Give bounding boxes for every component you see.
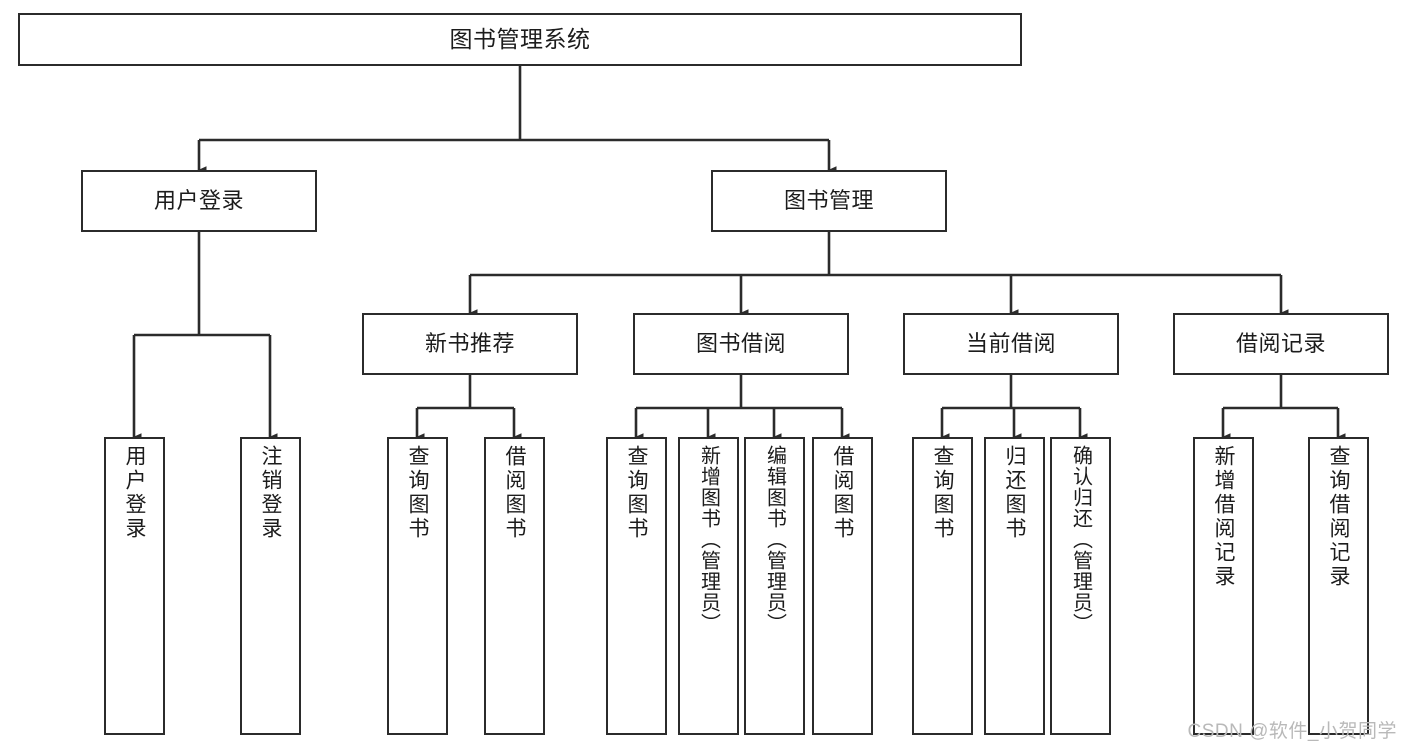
node-book-manage[interactable]: 图书管理 <box>711 170 947 232</box>
edges-group <box>132 66 1346 441</box>
node-borrow-record[interactable]: 借阅记录 <box>1173 313 1389 375</box>
node-current-borrow-label: 当前借阅 <box>965 331 1056 356</box>
node-leaf-cur-query-label: 查询图书 <box>931 445 954 541</box>
node-leaf-user-login[interactable]: 用户登录 <box>104 437 165 735</box>
node-borrow-record-label: 借阅记录 <box>1235 331 1326 356</box>
node-leaf-rec-query-label: 查询图书 <box>406 445 429 541</box>
node-leaf-cur-query[interactable]: 查询图书 <box>912 437 973 735</box>
node-leaf-borrow-lend[interactable]: 借阅图书 <box>812 437 873 735</box>
node-leaf-borrow-edit[interactable]: 编辑图书（管理员） <box>744 437 805 735</box>
node-leaf-cur-confirm-label: 确认归还（管理员） <box>1069 445 1092 634</box>
node-leaf-cur-return[interactable]: 归还图书 <box>984 437 1045 735</box>
node-leaf-rec-borrow[interactable]: 借阅图书 <box>484 437 545 735</box>
watermark-label: CSDN @软件_小贺同学 <box>1187 721 1397 742</box>
node-leaf-borrow-edit-label: 编辑图书（管理员） <box>763 445 786 634</box>
node-new-book-rec-label: 新书推荐 <box>424 331 515 356</box>
node-book-borrow-label: 图书借阅 <box>695 331 786 356</box>
node-user-login-label: 用户登录 <box>153 188 244 213</box>
node-leaf-borrow-add[interactable]: 新增图书（管理员） <box>678 437 739 735</box>
node-book-borrow[interactable]: 图书借阅 <box>633 313 849 375</box>
node-root-label: 图书管理系统 <box>449 26 591 52</box>
node-leaf-rec-add[interactable]: 新增借阅记录 <box>1193 437 1254 735</box>
node-leaf-rec-search[interactable]: 查询借阅记录 <box>1308 437 1369 735</box>
node-user-login[interactable]: 用户登录 <box>81 170 317 232</box>
node-leaf-cur-return-label: 归还图书 <box>1003 445 1026 541</box>
node-leaf-borrow-lend-label: 借阅图书 <box>831 445 854 541</box>
node-new-book-rec[interactable]: 新书推荐 <box>362 313 578 375</box>
node-root[interactable]: 图书管理系统 <box>18 13 1022 66</box>
node-leaf-user-logout[interactable]: 注销登录 <box>240 437 301 735</box>
node-leaf-borrow-query[interactable]: 查询图书 <box>606 437 667 735</box>
node-leaf-user-login-label: 用户登录 <box>123 445 146 541</box>
node-leaf-user-logout-label: 注销登录 <box>259 445 282 541</box>
node-leaf-borrow-add-label: 新增图书（管理员） <box>697 445 720 634</box>
node-leaf-rec-borrow-label: 借阅图书 <box>503 445 526 541</box>
node-leaf-rec-query[interactable]: 查询图书 <box>387 437 448 735</box>
node-book-manage-label: 图书管理 <box>783 188 874 213</box>
node-leaf-cur-confirm[interactable]: 确认归还（管理员） <box>1050 437 1111 735</box>
node-current-borrow[interactable]: 当前借阅 <box>903 313 1119 375</box>
node-leaf-rec-search-label: 查询借阅记录 <box>1327 445 1350 589</box>
node-leaf-borrow-query-label: 查询图书 <box>625 445 648 541</box>
node-leaf-rec-add-label: 新增借阅记录 <box>1212 445 1235 589</box>
